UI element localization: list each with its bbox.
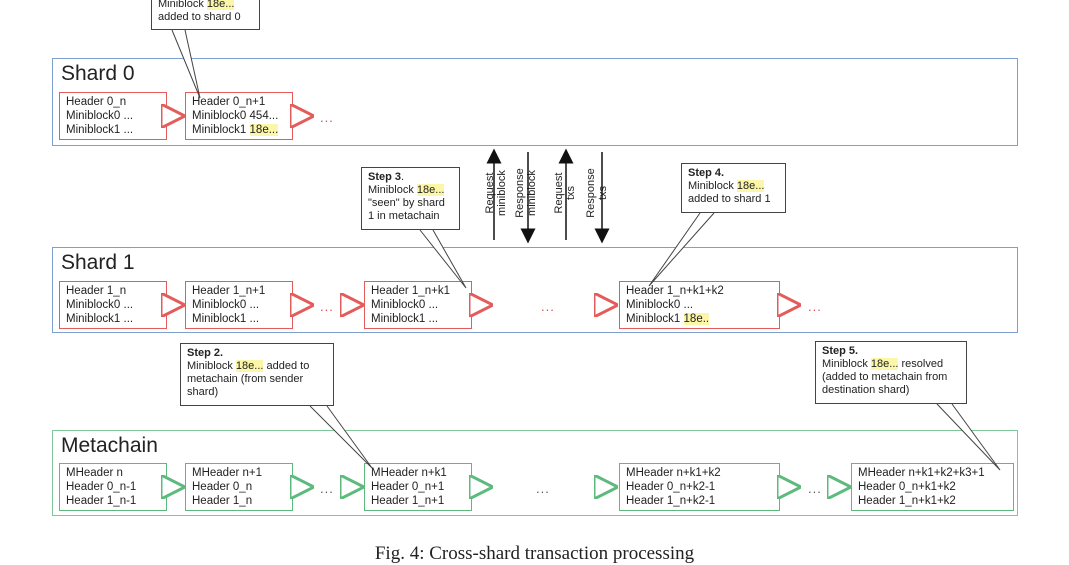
step-4-note: Step 4. Miniblock 18e... added to shard … — [681, 163, 786, 213]
shard-1-title: Shard 1 — [61, 251, 135, 274]
step-3-note: Step 3. Miniblock 18e... "seen" by shard… — [361, 167, 460, 230]
metachain-title: Metachain — [61, 434, 158, 457]
top-note: Miniblock 18e... added to shard 0 — [151, 0, 260, 30]
shard-1-ellipsis-1: ... — [320, 299, 334, 314]
meta-ellipsis-2: ... — [536, 481, 550, 496]
figure-caption: Fig. 4: Cross-shard transaction processi… — [374, 543, 695, 564]
shard-0-ellipsis: ... — [320, 110, 334, 125]
shard-1-ellipsis-2: ... — [541, 299, 555, 314]
shard-1-ellipsis-3: ... — [808, 299, 822, 314]
meta-ellipsis-3: ... — [808, 481, 822, 496]
meta-ellipsis-1: ... — [320, 481, 334, 496]
step-5-note: Step 5. Miniblock 18e... resolved (added… — [815, 341, 967, 404]
shard-0-title: Shard 0 — [61, 62, 135, 85]
step-2-note: Step 2. Miniblock 18e... added to metach… — [180, 343, 334, 406]
